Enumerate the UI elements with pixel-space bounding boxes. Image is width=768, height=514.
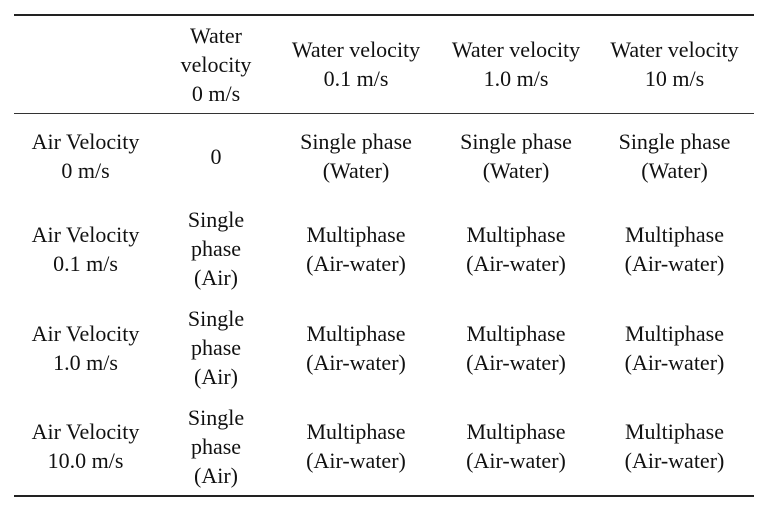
table-cell: Single phase (Water) [618, 129, 731, 184]
table-row: Air Velocity 0 m/s 0 Single phase (Water… [14, 113, 754, 199]
flow-regime-table-container: Water velocity 0 m/s Water velocity 0.1 … [14, 14, 754, 497]
table-cell: Multiphase (Air-water) [306, 320, 406, 375]
table-cell: Single phase (Air) [187, 306, 245, 389]
header-water-velocity-10: Water velocity 10 m/s [610, 37, 739, 92]
header-water-velocity-0: Water velocity 0 m/s [180, 22, 252, 106]
row-label-air-velocity-0-1: Air Velocity 0.1 m/s [31, 221, 140, 276]
header-water-velocity-1-0: Water velocity 1.0 m/s [451, 37, 581, 92]
table-header: Water velocity 0 m/s Water velocity 0.1 … [14, 15, 754, 113]
table-cell: 0 [210, 143, 222, 169]
table-row: Air Velocity 0.1 m/s Single phase (Air) … [14, 199, 754, 298]
table-body: Air Velocity 0 m/s 0 Single phase (Water… [14, 113, 754, 496]
table-cell: Multiphase (Air-water) [466, 221, 566, 276]
row-label-air-velocity-0: Air Velocity 0 m/s [31, 129, 140, 184]
table-cell: Multiphase (Air-water) [306, 221, 406, 276]
table-cell: Single phase (Water) [460, 129, 572, 184]
table-cell: Multiphase (Air-water) [624, 419, 725, 473]
table-cell: Multiphase (Air-water) [624, 320, 725, 375]
table-cell: Multiphase (Air-water) [306, 419, 406, 473]
row-label-air-velocity-1-0: Air Velocity 1.0 m/s [31, 320, 140, 375]
table-cell: Multiphase (Air-water) [624, 221, 725, 276]
row-label-air-velocity-10-0: Air Velocity 10.0 m/s [31, 419, 140, 473]
table-row: Air Velocity 1.0 m/s Single phase (Air) … [14, 298, 754, 397]
table-cell: Multiphase (Air-water) [466, 419, 566, 473]
table-cell: Single phase (Water) [300, 129, 412, 184]
table-row: Air Velocity 10.0 m/s Single phase (Air)… [14, 397, 754, 496]
header-row: Water velocity 0 m/s Water velocity 0.1 … [14, 15, 754, 113]
table-cell: Multiphase (Air-water) [466, 320, 566, 375]
header-corner-cell [14, 15, 157, 113]
table-cell: Single phase (Air) [187, 404, 245, 488]
flow-regime-table: Water velocity 0 m/s Water velocity 0.1 … [14, 14, 754, 497]
table-cell: Single phase (Air) [187, 207, 245, 290]
header-water-velocity-0-1: Water velocity 0.1 m/s [291, 37, 421, 92]
